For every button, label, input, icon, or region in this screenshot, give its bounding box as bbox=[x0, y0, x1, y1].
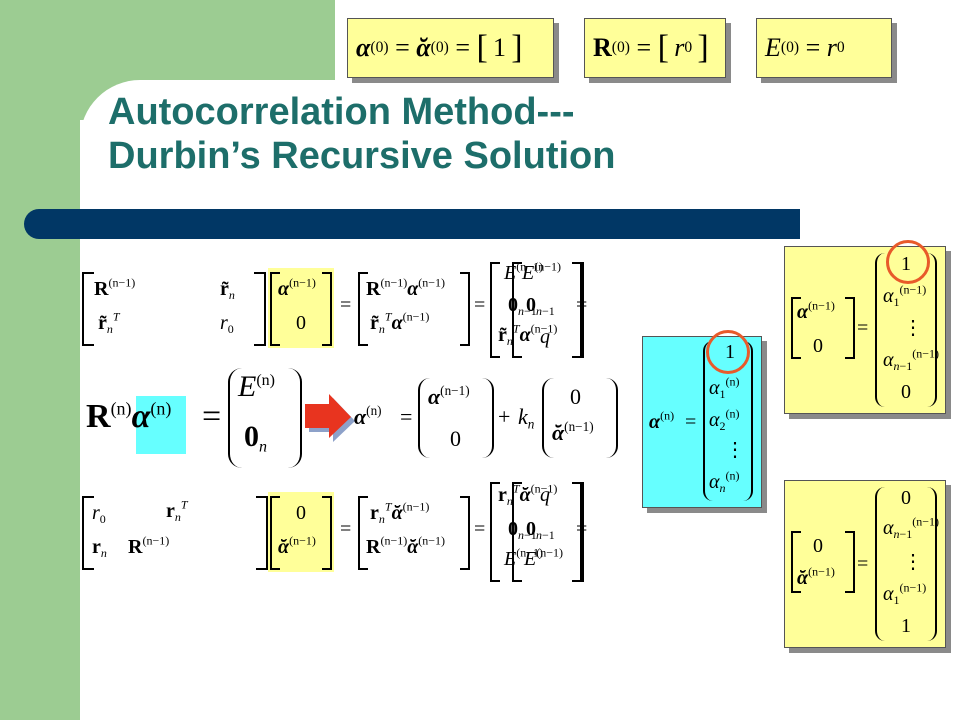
equation-bottom: r0 rnT rn R(n−1) 0 ᾰ(n−1) = rnTᾰ(n−1) R(… bbox=[82, 482, 592, 582]
highlight-circle-icon bbox=[706, 330, 750, 374]
page-title: Autocorrelation Method--- Durbin’s Recur… bbox=[108, 90, 615, 178]
sidebar-stripe bbox=[0, 0, 80, 720]
title-line-1: Autocorrelation Method--- bbox=[108, 91, 575, 133]
equation-top: R(n−1) r̃n r̃nT r0 α(n−1) 0 = R(n−1)α(n−… bbox=[82, 261, 592, 358]
equation-middle: R(n)α(n) = E(n) 0n bbox=[86, 368, 316, 468]
init-alpha-box: α(0) = ᾰ(0) = [ 1 ] bbox=[347, 18, 554, 78]
right-arrow-icon bbox=[305, 394, 355, 442]
alpha-n-highlight bbox=[136, 396, 186, 454]
equation-recursion: α(n) = α(n−1) 0 + kn 0 ᾰ(n−1) bbox=[354, 378, 622, 458]
alpha-tilde-vector-box: 0 ᾰ(n−1) = 0 αn−1(n−1) ⋮ α1(n−1) 1 bbox=[784, 480, 946, 648]
highlight-circle-icon bbox=[886, 240, 930, 284]
equation-bottom-result: q 0n−1 E(n−1) bbox=[512, 482, 586, 582]
title-rule bbox=[24, 209, 800, 239]
title-line-2: Durbin’s Recursive Solution bbox=[108, 135, 616, 177]
alpha-n-minus-1-vector-box: α(n−1) 0 = 1 α1(n−1) ⋮ αn−1(n−1) 0 bbox=[784, 246, 946, 414]
equation-top-result: E(n−1) 0n−1 q bbox=[512, 261, 586, 358]
